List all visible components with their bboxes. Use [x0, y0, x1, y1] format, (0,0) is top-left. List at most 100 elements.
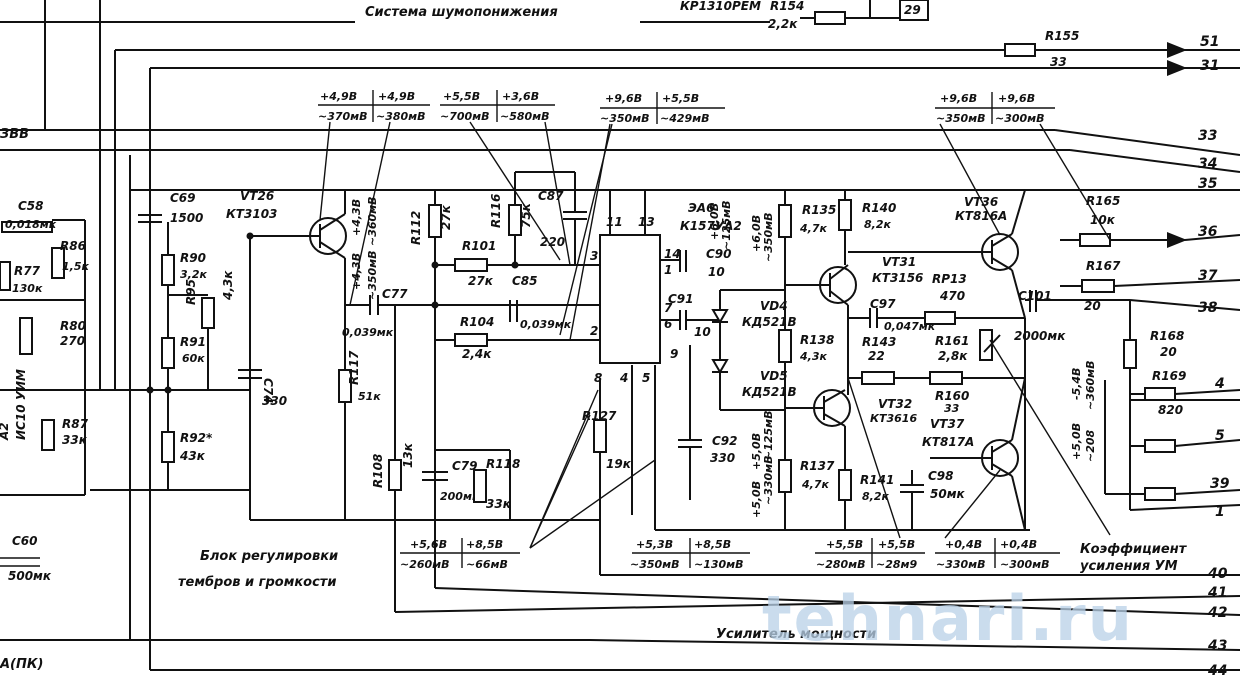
svg-text:+5,6В: +5,6В — [410, 538, 447, 551]
r140-resistor — [838, 199, 852, 231]
net-44: 44 — [1207, 663, 1227, 679]
top-chip-label: КР1310РЕМ — [680, 0, 761, 13]
gain-title-line2: усиления УМ — [1080, 559, 1178, 574]
svg-text:~370мВ: ~370мВ — [318, 110, 368, 123]
c58-capacitor — [1, 221, 53, 233]
r167-value: 820 — [1158, 403, 1183, 417]
ic-pin-6: 6 — [664, 317, 672, 331]
r135-resistor — [778, 204, 792, 238]
r87-ref: R87 — [62, 417, 89, 431]
ic-pin-13: 13 — [638, 215, 655, 229]
svg-text:+4,9В: +4,9В — [378, 90, 415, 103]
r165-value: 20 — [1160, 345, 1177, 359]
r167-resistor — [1144, 387, 1176, 401]
svg-text:+3,6В: +3,6В — [502, 90, 539, 103]
c77-value: 0,039мк — [342, 326, 394, 339]
c85-value: 0,039мк — [520, 318, 572, 331]
r150-ref: R160 — [935, 389, 969, 403]
net-34: 34 — [1198, 156, 1217, 172]
r108-resistor — [388, 459, 402, 491]
out-voltage-a: +5,0В — [1070, 423, 1083, 460]
r141-ref: R141 — [860, 473, 894, 487]
c101-ref: C101 — [1018, 289, 1052, 303]
voltage-box-4: +9,6В ~350мВ +9,6В ~300мВ — [935, 92, 1111, 241]
r116-resistor — [454, 258, 488, 272]
vt31-ref: VT31 — [882, 255, 916, 269]
svg-text:~280мВ: ~280мВ — [816, 558, 866, 571]
svg-text:+9,6В: +9,6В — [940, 92, 977, 105]
r112-value: 27к — [439, 204, 453, 230]
r165-ref: R168 — [1150, 329, 1184, 343]
r112-ref: R112 — [409, 211, 423, 245]
r101-value: 75к — [519, 202, 533, 228]
r77b-resistor — [19, 317, 33, 355]
vd4-type: КД521В — [742, 315, 797, 329]
c79-ref: C79 — [452, 459, 478, 473]
vt26-voltage-1: +4,3В — [350, 199, 363, 236]
svg-text:+8,5В: +8,5В — [694, 538, 731, 551]
r86-value: 1,5к — [62, 260, 89, 273]
r155-ref: R155 — [1045, 29, 1079, 43]
svg-text:+5,5В: +5,5В — [443, 90, 480, 103]
svg-text:+9,6В: +9,6В — [605, 92, 642, 105]
r141-resistor — [838, 469, 852, 501]
r104-value: 51к — [358, 390, 381, 403]
svg-text:~429мВ: ~429мВ — [660, 112, 710, 125]
r80-value: 270 — [60, 334, 85, 348]
svg-text:~350мВ: ~350мВ — [630, 558, 680, 571]
r86-ref: R86 — [60, 239, 86, 253]
net-42: 42 — [1207, 605, 1227, 621]
c58-ref: C58 — [18, 199, 44, 213]
r87-value: 33к — [62, 433, 88, 447]
vt32-type: КТ3616 — [870, 412, 917, 425]
vt26-voltage-4: ~350мВ — [366, 250, 379, 300]
vd2-voltage-c: +5,0В — [750, 481, 763, 518]
vd5-ref: VD5 — [760, 369, 788, 383]
r87-resistor — [41, 419, 55, 451]
r108-ref: R108 — [371, 454, 385, 488]
vt36-ref: VT36 — [964, 195, 998, 209]
svg-text:~700мВ: ~700мВ — [440, 110, 490, 123]
net-39: 39 — [1210, 476, 1230, 492]
net-31: 31 — [1200, 58, 1219, 74]
r138-ref: R138 — [800, 333, 834, 347]
c101-value: 2000мк — [1014, 329, 1066, 343]
vt26-voltage-2: ~360мВ — [366, 196, 379, 246]
c58-value: 0,018мк — [5, 218, 57, 231]
c92-ref: C92 — [712, 434, 738, 448]
vd-voltage-d: ~125мВ — [720, 200, 733, 250]
r90-value: 3,2к — [180, 268, 207, 281]
r117-value: 2,4к — [462, 347, 492, 361]
ic-pin-4: 4 — [619, 371, 628, 385]
r154-value: 2,2к — [768, 17, 798, 31]
watermark: tehnari.ru — [762, 582, 1134, 655]
vd-voltage-b: ~350мВ — [762, 212, 775, 262]
ic-pin-11: 11 — [606, 215, 623, 229]
ic-pin-3: 3 — [590, 249, 598, 263]
r92-value: 43к — [179, 449, 206, 463]
c91-value: 10 — [694, 325, 711, 339]
r80-ref: R80 — [60, 319, 86, 333]
net-33: 33 — [1198, 128, 1217, 144]
vd4-ref: VD4 — [760, 299, 788, 313]
left-fragment-zvv: ЗВВ — [0, 127, 29, 142]
vt26-ref: VT26 — [240, 189, 274, 203]
r91-resistor — [161, 337, 175, 369]
r155-value: 33 — [1050, 55, 1067, 69]
svg-text:~260мВ: ~260мВ — [400, 558, 450, 571]
r117-ref: R104 — [460, 315, 494, 329]
net-35: 35 — [1198, 176, 1218, 192]
net-36: 36 — [1198, 224, 1218, 240]
r160-ref: R165 — [1086, 194, 1120, 208]
vt37-ref: VT37 — [930, 417, 965, 431]
net-40: 40 — [1207, 566, 1228, 582]
r95-ref: R95 — [184, 279, 198, 305]
r117-resistor — [454, 333, 488, 347]
svg-text:~300мВ: ~300мВ — [1000, 558, 1050, 571]
vd4-diode — [711, 309, 729, 324]
r118-resistor — [473, 469, 487, 503]
vt26-type: КТ3103 — [226, 207, 277, 221]
c74-ref: C74 — [261, 378, 275, 404]
r95-value: 4,3к — [221, 270, 235, 301]
